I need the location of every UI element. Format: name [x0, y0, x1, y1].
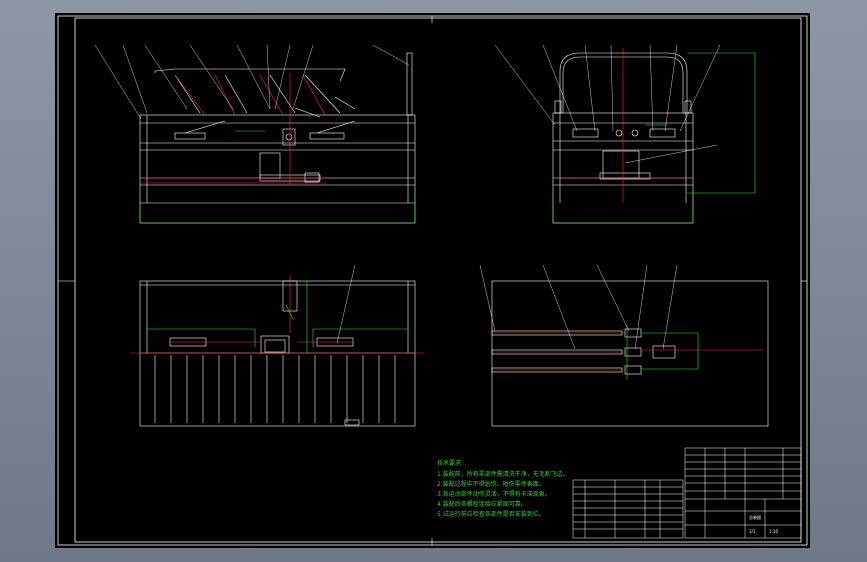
notes-title: 技术要求: [437, 459, 461, 467]
plan-view-dimensions: [146, 280, 409, 353]
section-view-red-lines: [492, 332, 763, 371]
parts-list-table: [572, 479, 684, 539]
note-line-4: 4.装配后各螺栓连接应紧固可靠。: [437, 500, 527, 508]
plan-view: [139, 280, 416, 427]
technical-notes: 技术要求 1.装配前，所有零部件需清洗干净，无毛刺飞边。 2.装配过程中不得划伤…: [437, 459, 569, 518]
note-line-5: 5.试运行前应检查各部件是否安装到位。: [437, 510, 545, 518]
section-view: [491, 280, 769, 427]
drawing-name: 总装图: [749, 514, 761, 520]
title-block-labels: 总装图 1:10 1/1: [749, 514, 778, 534]
scale-value: 1:10: [769, 529, 778, 534]
cad-viewport[interactable]: 总装图 1:10 1/1 技术要求 1.装配前，所有零部件需清洗干净，无毛刺飞边…: [55, 13, 810, 548]
note-line-2: 2.装配过程中不得划伤、碰伤零件表面。: [437, 480, 545, 488]
plan-view-leaders: [336, 264, 356, 344]
front-view-leaders: [94, 44, 410, 120]
side-view-red-lines: [553, 48, 693, 203]
title-block: [684, 447, 802, 539]
front-view-red-lines: [140, 73, 326, 185]
section-view-dimensions: [626, 325, 699, 379]
note-line-3: 3.各运动部件动作灵活，不得有卡滞现象。: [437, 490, 551, 498]
sheet-frame: [57, 15, 808, 546]
section-view-leaders: [479, 264, 678, 350]
side-view-dimensions: [552, 52, 756, 224]
sheet-value: 1/1: [749, 529, 756, 534]
front-view-dimensions: [139, 130, 416, 224]
drawing-sheet: 总装图 1:10 1/1 技术要求 1.装配前，所有零部件需清洗干净，无毛刺飞边…: [57, 15, 808, 546]
plan-view-red-lines: [130, 275, 425, 354]
front-view: [139, 52, 416, 224]
note-line-1: 1.装配前，所有零部件需清洗干净，无毛刺飞边。: [437, 470, 569, 478]
side-view-leaders: [494, 44, 721, 164]
